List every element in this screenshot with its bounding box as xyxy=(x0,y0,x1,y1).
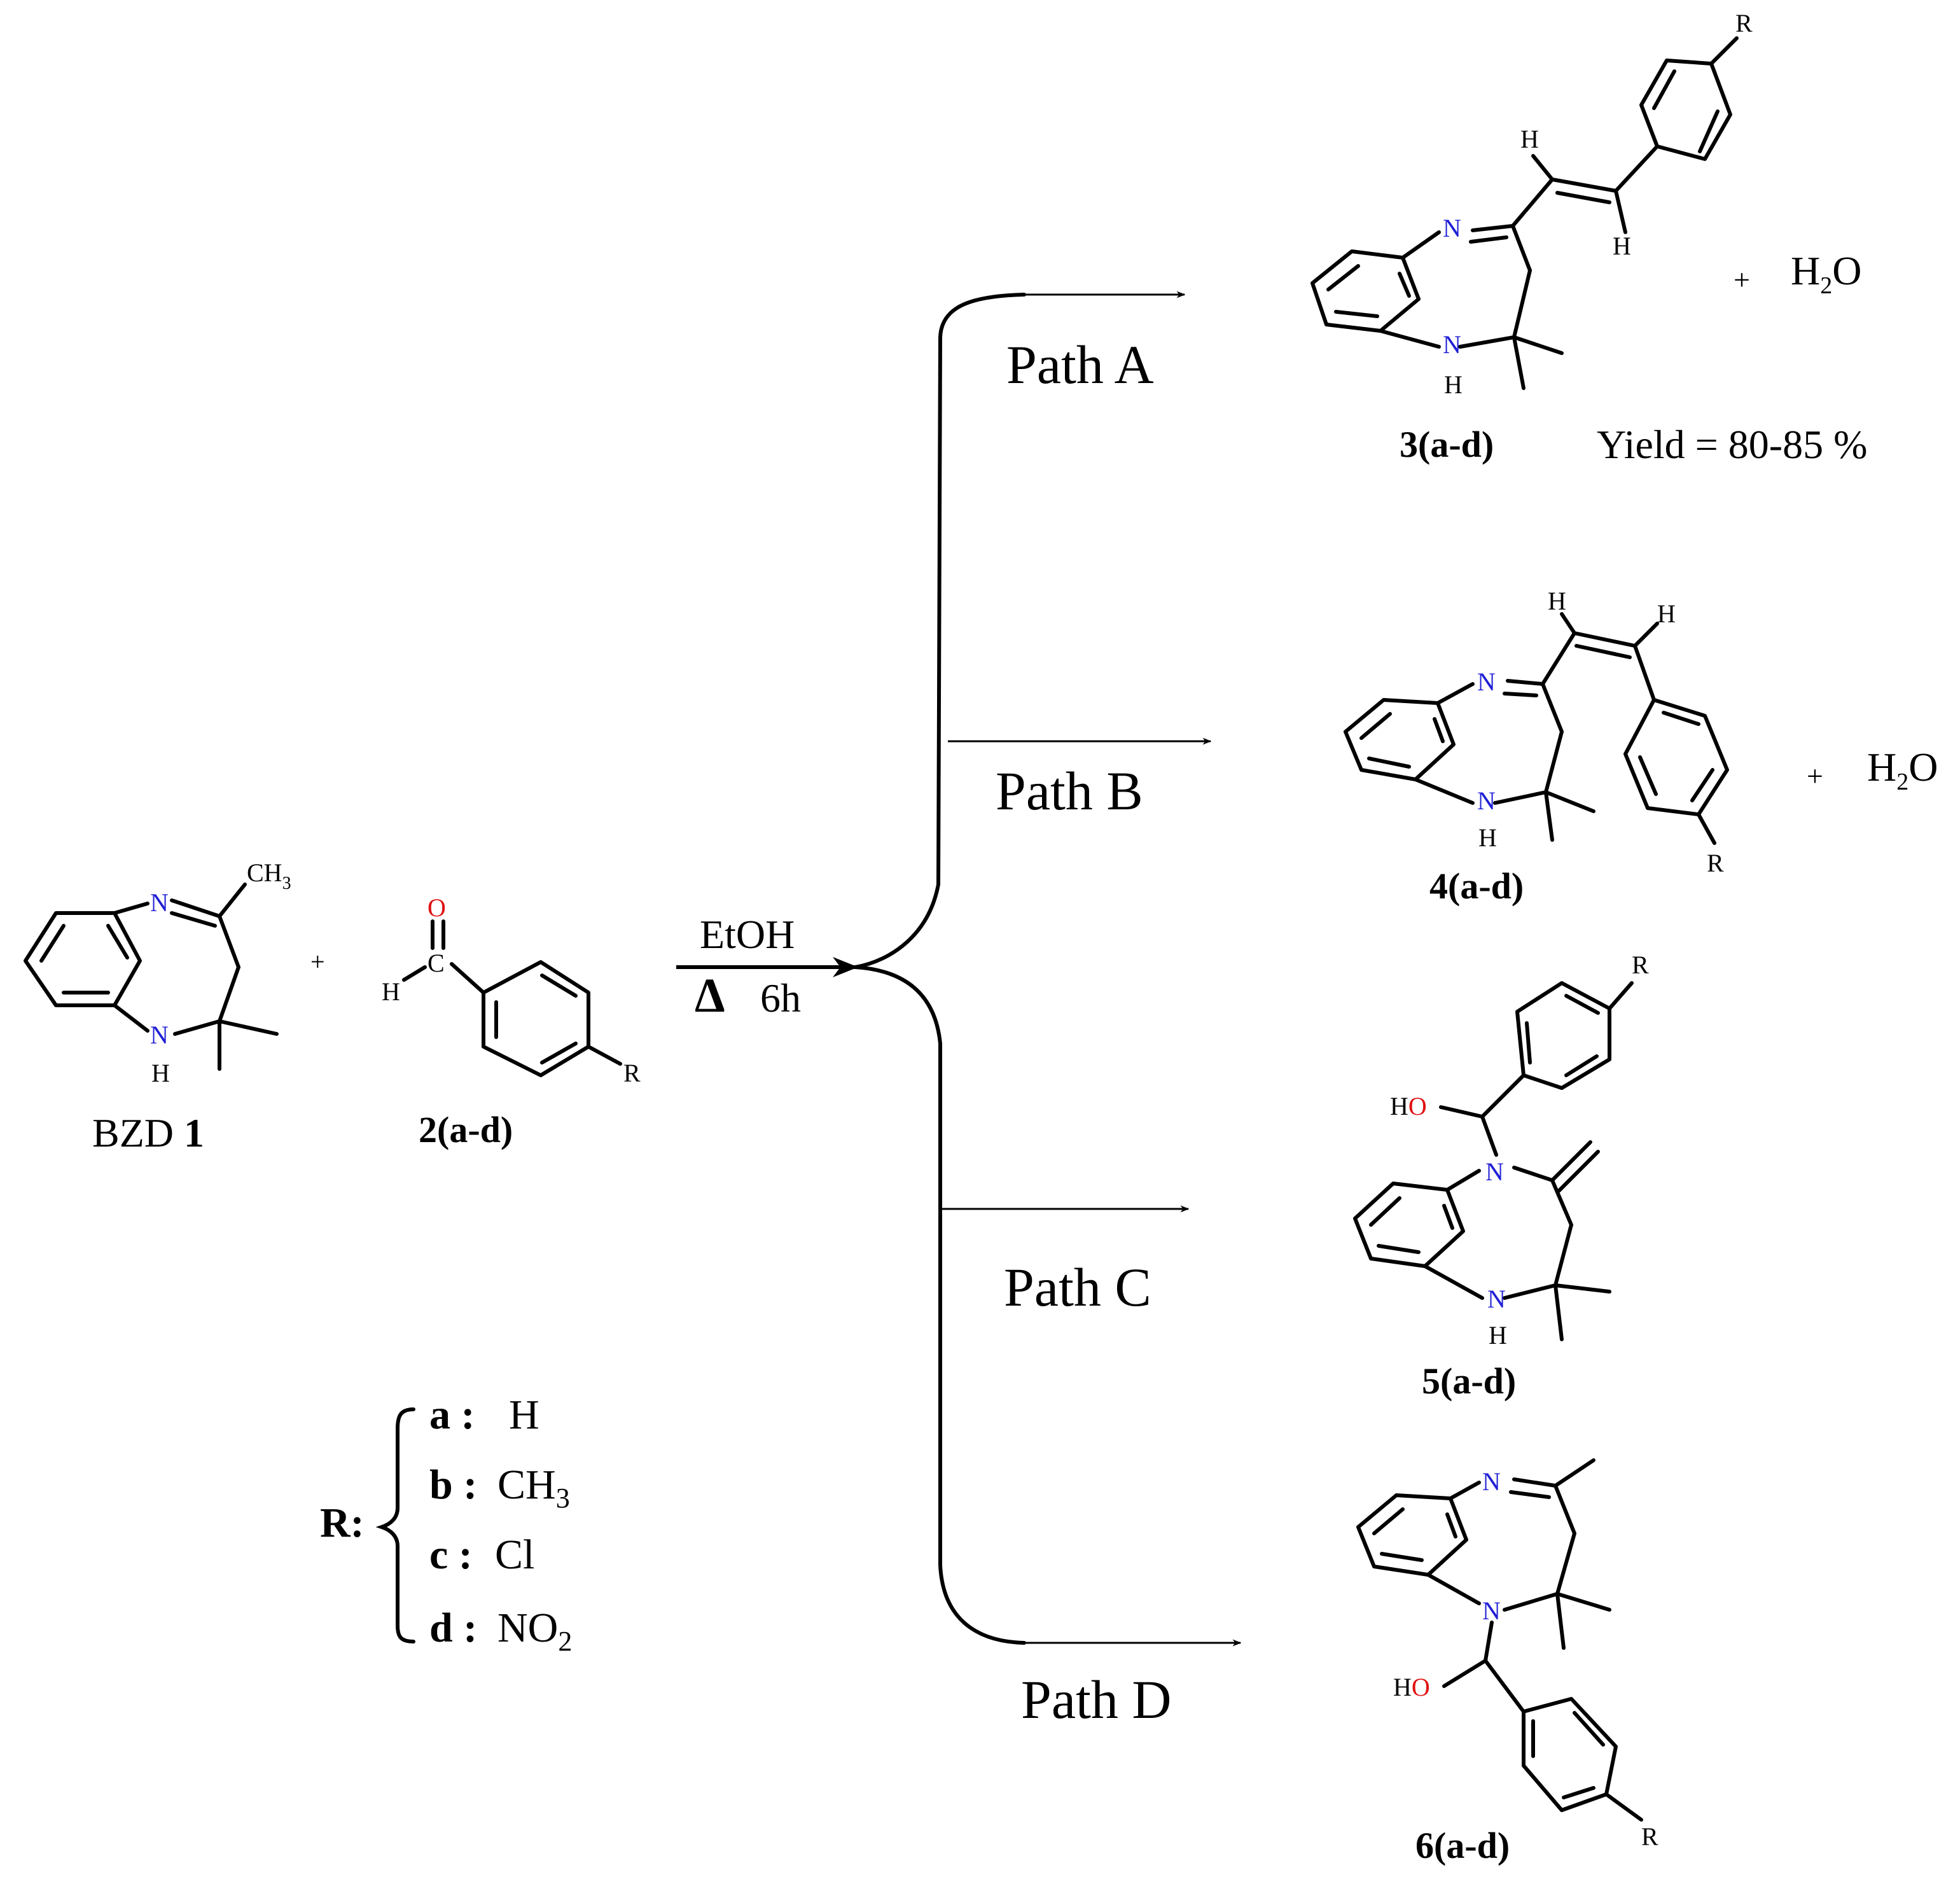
product-4-label: 4(a-d) xyxy=(1429,865,1524,907)
aldehyde-oxygen: O xyxy=(427,893,446,922)
product-6-n-substituted: N xyxy=(1482,1596,1501,1625)
aldehyde-2-structure: O C H R 2(a-d) xyxy=(382,893,641,1150)
product-4-amine-n: N xyxy=(1477,786,1496,815)
bzd-1-imine-n: N xyxy=(150,888,169,917)
bzd-1-amine-n: N xyxy=(150,1021,169,1049)
legend-b-key: b : xyxy=(429,1462,477,1508)
legend-a-value: H xyxy=(509,1392,539,1438)
bzd-1-diazepine-ring xyxy=(113,883,279,1071)
product-6-hydroxyl: HO xyxy=(1393,1673,1430,1701)
path-a-label: Path A xyxy=(1006,334,1154,395)
legend-d-key: d : xyxy=(429,1605,477,1651)
bzd-1-methyl: CH3 xyxy=(247,858,291,893)
product-3-amine-n: N xyxy=(1443,330,1461,359)
aldehyde-r-group: R xyxy=(623,1059,641,1087)
product-6-label: 6(a-d) xyxy=(1415,1825,1510,1866)
product-6-structure: N N HO R 6(a-d) xyxy=(1356,1458,1658,1866)
legend-b-value: CH3 xyxy=(497,1462,570,1514)
product-3-vinyl-h1: H xyxy=(1520,125,1539,153)
product-3-water: +H2O xyxy=(1734,248,1861,299)
product-5-hydroxyl: HO xyxy=(1390,1092,1427,1120)
product-4-r-group: R xyxy=(1707,849,1724,877)
condition-time: 6h xyxy=(760,975,801,1021)
product-3-r-group: R xyxy=(1735,9,1753,38)
legend-brace xyxy=(375,1407,415,1643)
plus-sign: + xyxy=(310,947,325,976)
product-3-structure: N N H H H R 3(a-d) Yield = 80-85 % +H2O xyxy=(1310,9,1867,467)
product-5-label: 5(a-d) xyxy=(1422,1360,1516,1402)
path-d-curve xyxy=(854,965,1026,1645)
path-a-curve xyxy=(854,293,1026,969)
bzd-1-amine-h: H xyxy=(151,1059,170,1087)
bzd-1-benzene-ring xyxy=(24,911,142,1007)
branching-paths: Path A Path B Path C Path D xyxy=(854,291,1242,1730)
bzd-1-label: BZD 1 xyxy=(92,1110,204,1155)
product-6-r-group: R xyxy=(1641,1822,1658,1851)
product-5-n-substituted: N xyxy=(1485,1157,1504,1186)
product-5-structure: N N H HO R 5(a-d) xyxy=(1353,951,1649,1402)
product-4-structure: N N H H H R 4(a-d) +H2O xyxy=(1344,587,1938,907)
product-3-label: 3(a-d) xyxy=(1400,424,1494,465)
path-d-label: Path D xyxy=(1021,1669,1172,1730)
bzd-1-structure: N N H CH3 BZD 1 xyxy=(24,858,291,1155)
product-5-amine-h: H xyxy=(1489,1321,1507,1350)
condition-solvent: EtOH xyxy=(700,912,795,957)
product-3-amine-h: H xyxy=(1444,370,1463,399)
product-4-vinyl-h2: H xyxy=(1657,599,1676,628)
aldehyde-carbon: C xyxy=(427,949,445,977)
aldehyde-hydrogen: H xyxy=(382,977,400,1006)
legend-c-key: c : xyxy=(429,1532,473,1578)
product-3-yield: Yield = 80-85 % xyxy=(1597,422,1867,467)
legend-a-key: a : xyxy=(429,1392,475,1438)
product-4-vinyl-h1: H xyxy=(1548,587,1566,615)
r-group-legend: R: a : H b : CH3 c : Cl d : NO2 xyxy=(320,1392,572,1657)
path-b-label: Path B xyxy=(996,760,1143,821)
legend-d-value: NO2 xyxy=(497,1605,572,1657)
aldehyde-label: 2(a-d) xyxy=(419,1109,513,1150)
condition-heat: Δ xyxy=(695,969,725,1022)
product-5-amine-n: N xyxy=(1487,1285,1506,1313)
product-4-amine-h: H xyxy=(1478,823,1497,852)
legend-c-value: Cl xyxy=(495,1532,534,1578)
product-5-r-group: R xyxy=(1632,951,1649,979)
product-6-imine-n: N xyxy=(1482,1467,1501,1496)
product-3-imine-n: N xyxy=(1443,214,1461,242)
product-4-imine-n: N xyxy=(1477,667,1496,696)
path-c-label: Path C xyxy=(1004,1257,1151,1318)
reaction-arrow-group: EtOH Δ 6h xyxy=(676,912,858,1022)
legend-title: R: xyxy=(320,1500,365,1546)
product-3-vinyl-h2: H xyxy=(1613,232,1631,260)
product-4-water: +H2O xyxy=(1807,744,1938,795)
